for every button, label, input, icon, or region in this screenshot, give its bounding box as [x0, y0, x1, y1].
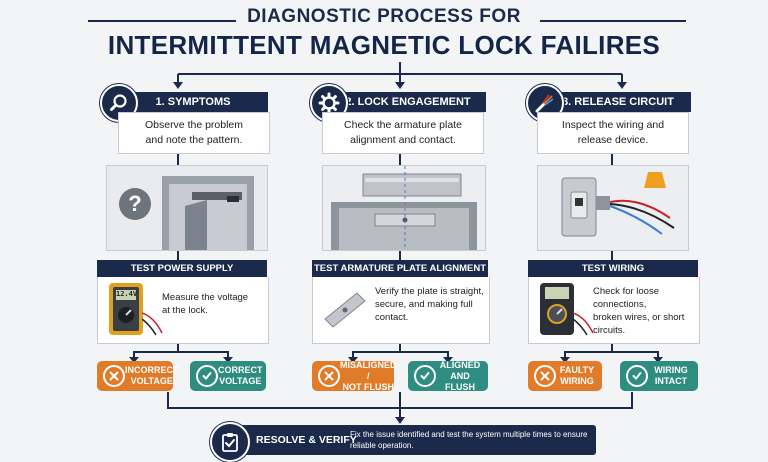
test-3-box: Check for loose connections, broken wire… [528, 277, 700, 344]
test-1-line-1: Measure the voltage [162, 292, 249, 303]
result-1b-line-1: CORRECT [218, 365, 263, 375]
step-2-desc-line-2: alignment and contact. [350, 134, 456, 146]
result-3b-line-1: WIRING [654, 365, 688, 375]
result-3a-line-1: FAULTY [559, 365, 595, 375]
step-2-desc-line-1: Check the armature plate [344, 119, 462, 131]
result-2a-line-1: MISALIGNED / [340, 359, 397, 381]
title-line-1: DIAGNOSTIC PROCESS FOR [247, 6, 521, 27]
result-misaligned: MISALIGNED /NOT FLUSH [312, 359, 397, 392]
x-circle-icon [318, 365, 340, 387]
test-1-box: 12.4V Measure the voltage at the lock. [97, 277, 269, 344]
step-3-header: 3. RELEASE CIRCUIT [545, 92, 691, 112]
question-badge: ? [119, 188, 151, 220]
step-1-desc-line-2: and note the pattern. [145, 134, 243, 146]
result-2b-line-1: ALIGNED [439, 359, 481, 370]
result-1a-line-2: VOLTAGE [130, 376, 173, 386]
multimeter-icon [109, 283, 143, 335]
test-3-line-3: circuits. [593, 325, 626, 336]
test-1-header: TEST POWER SUPPLY [97, 260, 267, 277]
title-rule-right [540, 20, 686, 22]
step-1-desc-line-1: Observe the problem [144, 119, 244, 131]
check-circle-icon [414, 365, 436, 387]
step-1-description-box: Observe the problem and note the pattern… [118, 112, 270, 154]
step-3-desc-line-2: release device. [577, 134, 649, 146]
title-rule-left [88, 20, 236, 22]
test-1-line-2: at the lock. [162, 305, 208, 316]
probe-wires [573, 312, 594, 336]
armature-plate-icon [324, 292, 366, 328]
release-switch-image [537, 165, 689, 251]
test-3-header: TEST WIRING [528, 260, 698, 277]
test-3-line-1: Check for loose connections, [593, 286, 660, 310]
result-1b-line-2: VOLTAGE [219, 376, 262, 386]
result-1a-line-1: INCORRECT [125, 365, 179, 375]
question-mark-label: ? [128, 191, 142, 216]
check-circle-icon [196, 365, 218, 387]
x-circle-icon [103, 365, 125, 387]
test-2-line-1: Verify the plate is straight, [375, 286, 484, 297]
check-circle-icon [626, 365, 648, 387]
step-3-description-box: Inspect the wiring and release device. [537, 112, 689, 154]
resolve-verify-desc-line-1: Fix the issue identified and test the sy… [350, 430, 588, 439]
step-2-description-box: Check the armature plate alignment and c… [322, 112, 484, 154]
test-2-header: TEST ARMATURE PLATE ALIGNMENT [312, 260, 488, 277]
result-2a-line-2: NOT FLUSH [342, 381, 395, 392]
step-2-header: 2. LOCK ENGAGEMENT [330, 92, 486, 112]
result-3a-line-2: WIRING [560, 376, 594, 386]
test-2-line-3: contact. [375, 312, 409, 323]
result-2b-line-2: AND FLUSH [445, 370, 475, 392]
test-3-line-2: broken wires, or short [593, 312, 685, 323]
meter-reading: 12.4V [116, 290, 138, 298]
door-image: ? [106, 165, 268, 251]
resolve-verify-bar: RESOLVE & VERIFY Fix the issue identifie… [226, 425, 596, 455]
step-3-desc-line-1: Inspect the wiring and [561, 119, 665, 131]
step-1-header: 1. SYMPTOMS [118, 92, 268, 112]
title-line-2: INTERMITTENT MAGNETIC LOCK FAILIRES [107, 30, 661, 60]
clipboard-check-icon [210, 422, 250, 462]
x-circle-icon [534, 365, 556, 387]
test-2-line-2: secure, and making full [375, 299, 473, 310]
lock-armature-image [322, 165, 486, 251]
test-2-box: Verify the plate is straight, secure, an… [312, 277, 490, 344]
resolve-verify-label: RESOLVE & VERIFY [256, 434, 357, 446]
probe-wires [142, 312, 163, 336]
multimeter-icon [540, 283, 574, 335]
result-3b-line-2: INTACT [654, 376, 688, 386]
resolve-verify-desc-line-2: reliable operation. [350, 441, 414, 450]
